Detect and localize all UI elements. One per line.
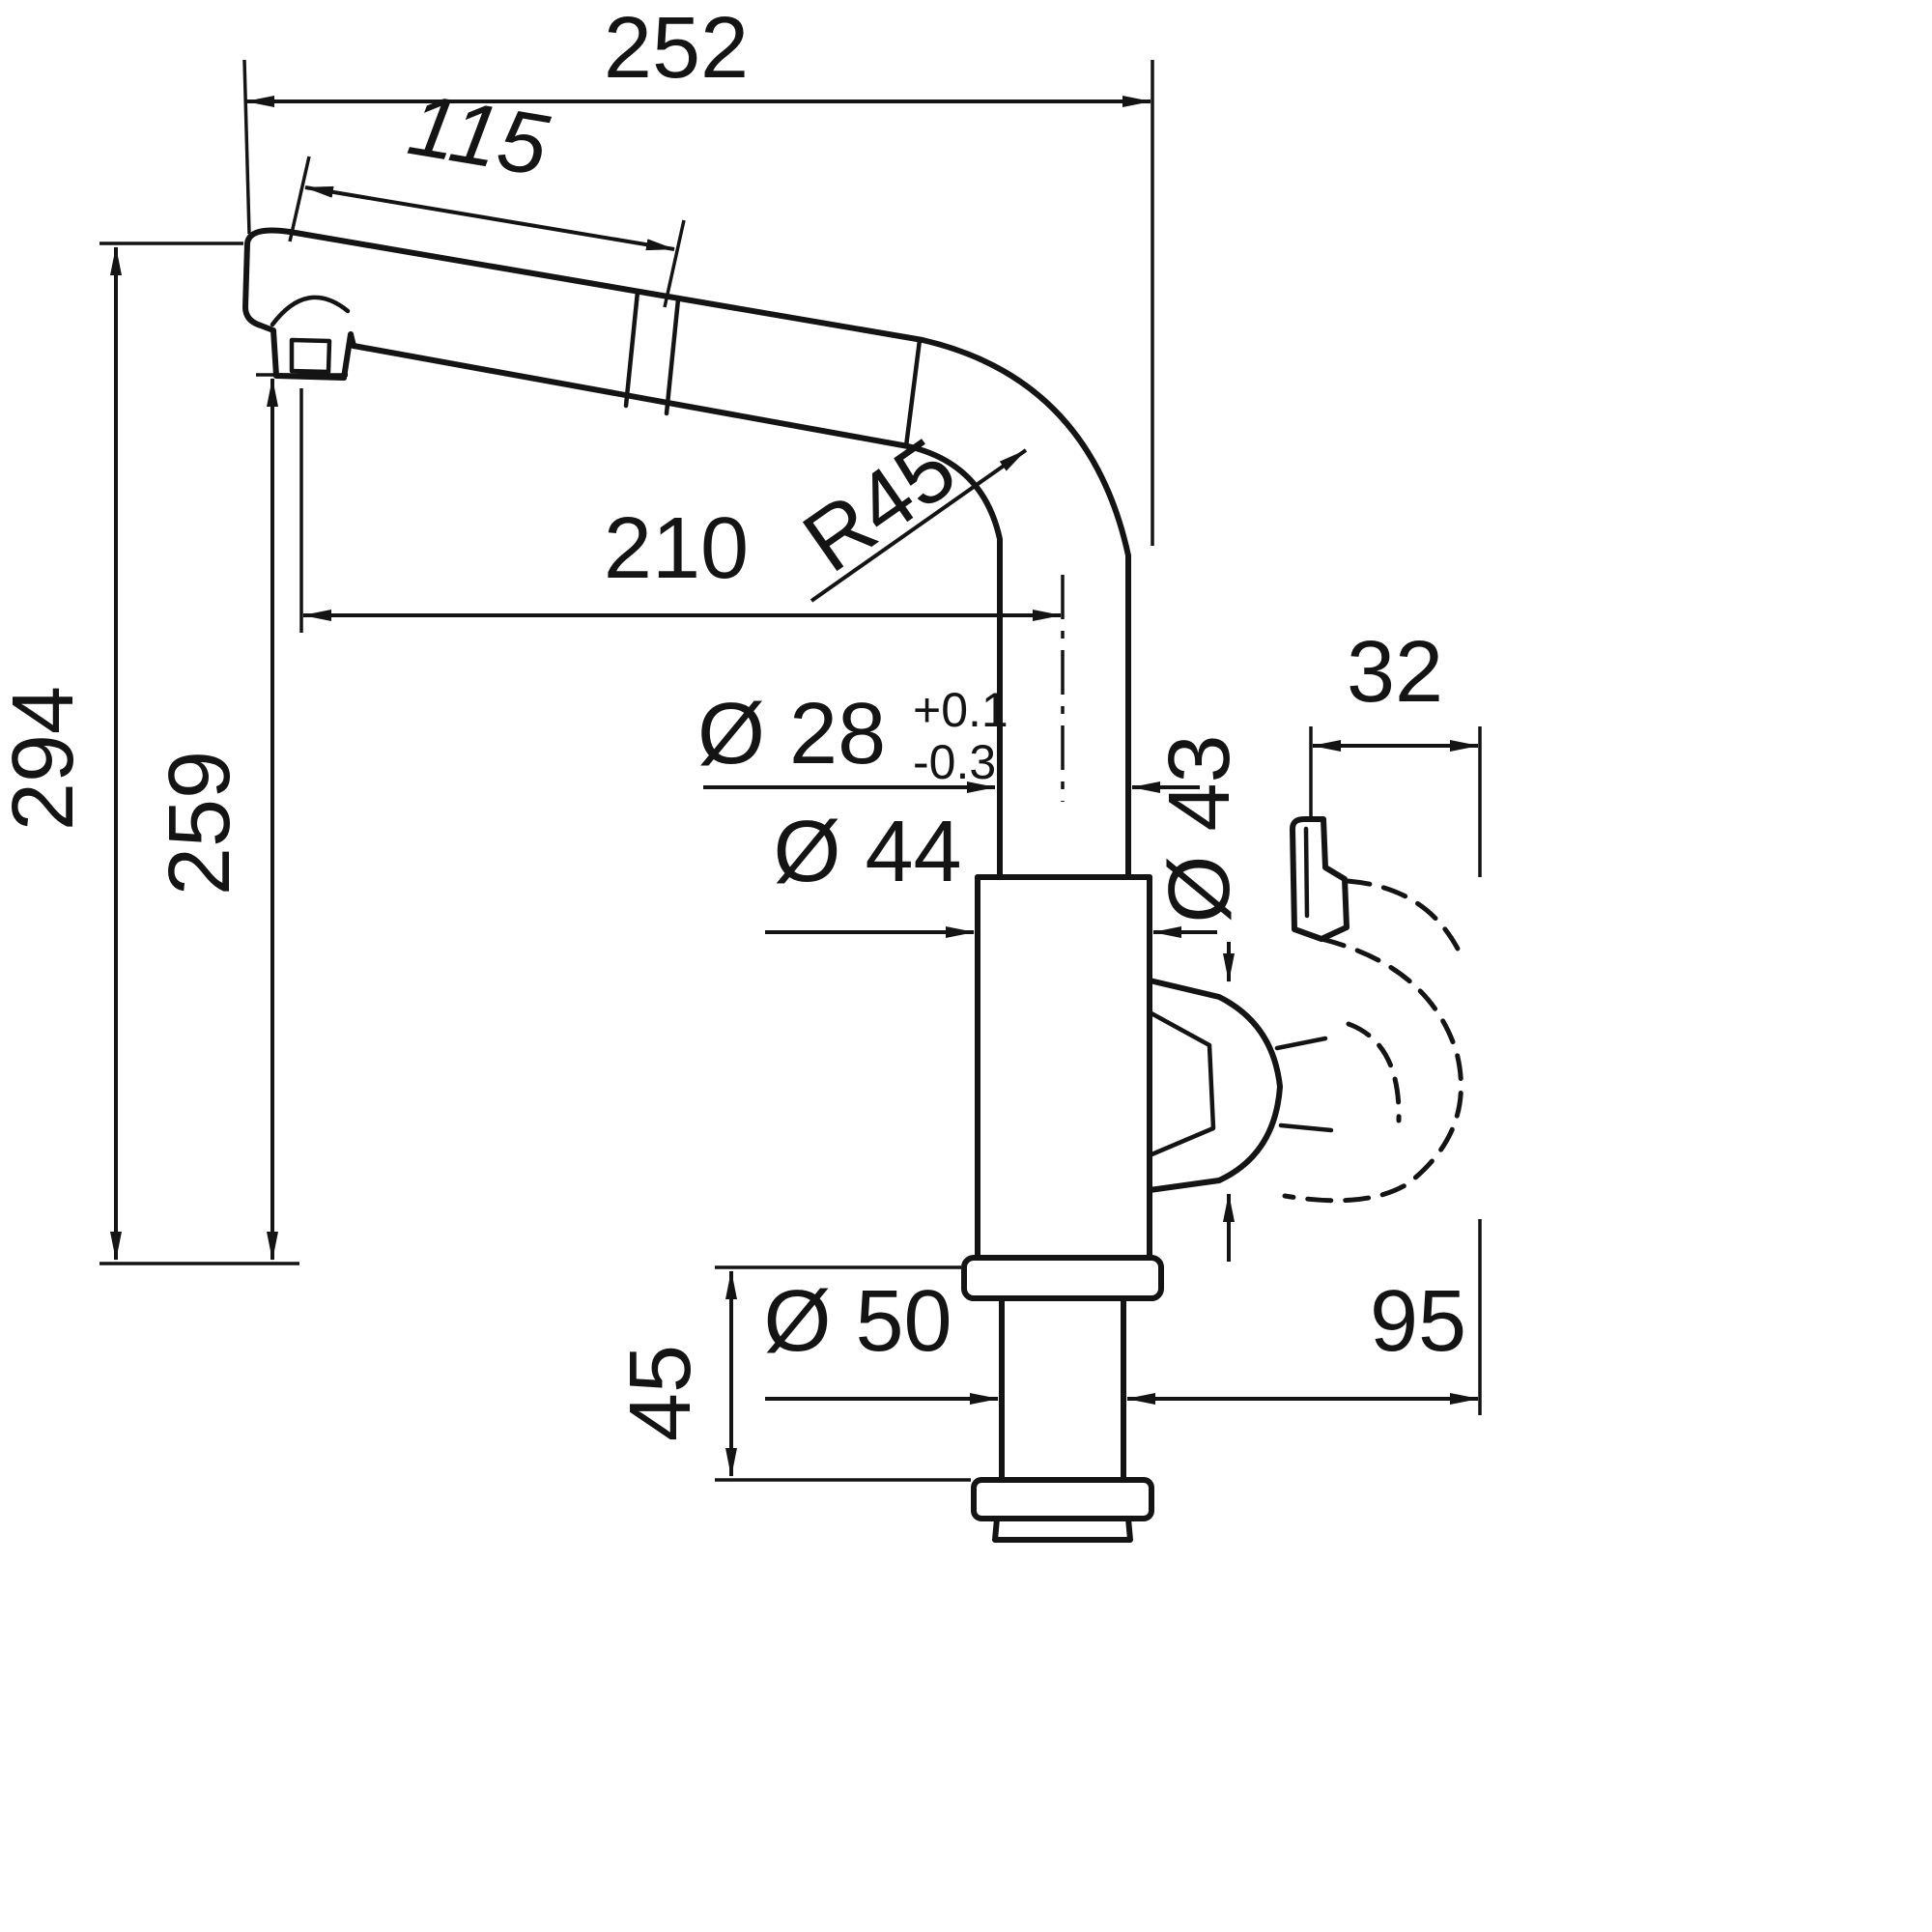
- dim-label-spout-upper: 115: [402, 76, 555, 194]
- dim-label-pipe-diameter: Ø 28: [697, 686, 886, 782]
- spray-head: [242, 227, 356, 381]
- dim-label-handle-diameter: Ø 43: [1151, 734, 1248, 923]
- dim-label-base-height: 45: [612, 1345, 709, 1441]
- dim-label-pipe-tol-plus: +0.1: [913, 683, 1009, 737]
- base-flange: [961, 1255, 1164, 1301]
- lower-flange: [971, 1477, 1154, 1521]
- valve-housing-facets: [1147, 1009, 1216, 1158]
- bend-tangent-line: [903, 337, 923, 449]
- spray-head-detail-arc: [270, 295, 351, 327]
- handle-lever-top: [1290, 816, 1350, 942]
- handle-phantom-upper: [1344, 878, 1463, 957]
- dimension-lines: [110, 96, 1479, 1477]
- handle-connector-top: [1274, 1036, 1328, 1051]
- bottom-collar: [992, 1516, 1133, 1543]
- dimension-labels: 252 115 294 259 210 R45 Ø 28 +0.1 -0.3 3…: [0, 0, 1466, 1441]
- handle-phantom-outline: [1282, 936, 1463, 1204]
- dim-label-handle-top-width: 32: [1347, 624, 1443, 721]
- faucet-outline: [242, 227, 1463, 1543]
- valve-housing: [1147, 978, 1283, 1193]
- handle-phantom-inner: [1346, 1021, 1402, 1123]
- dim-label-total-width: 252: [604, 0, 749, 97]
- dim-label-body-diameter: Ø 44: [773, 804, 961, 900]
- dim-label-base-diameter: Ø 50: [763, 1273, 952, 1370]
- handle-connector-bottom: [1278, 1122, 1334, 1133]
- pullout-joint-line-2: [664, 297, 681, 416]
- dim-label-pipe-tol-minus: -0.3: [913, 735, 996, 789]
- dim-label-bend-radius: R45: [786, 420, 973, 591]
- dim-label-reach: 210: [604, 500, 749, 597]
- handle-lever-top-detail: [1303, 826, 1310, 919]
- spout-top-outer-bend: [287, 229, 1131, 880]
- pullout-joint-line-1: [623, 289, 640, 409]
- dim-label-total-height: 294: [0, 686, 92, 831]
- extension-lines: [99, 59, 1482, 1482]
- dim-label-handle-reach: 95: [1370, 1273, 1466, 1370]
- spout-bottom-inner-bend: [351, 343, 1003, 880]
- dim-line-115: [304, 185, 675, 251]
- leader-r45: [810, 448, 1028, 603]
- dim-label-spout-height: 259: [152, 751, 248, 895]
- aerator-inset: [289, 337, 332, 375]
